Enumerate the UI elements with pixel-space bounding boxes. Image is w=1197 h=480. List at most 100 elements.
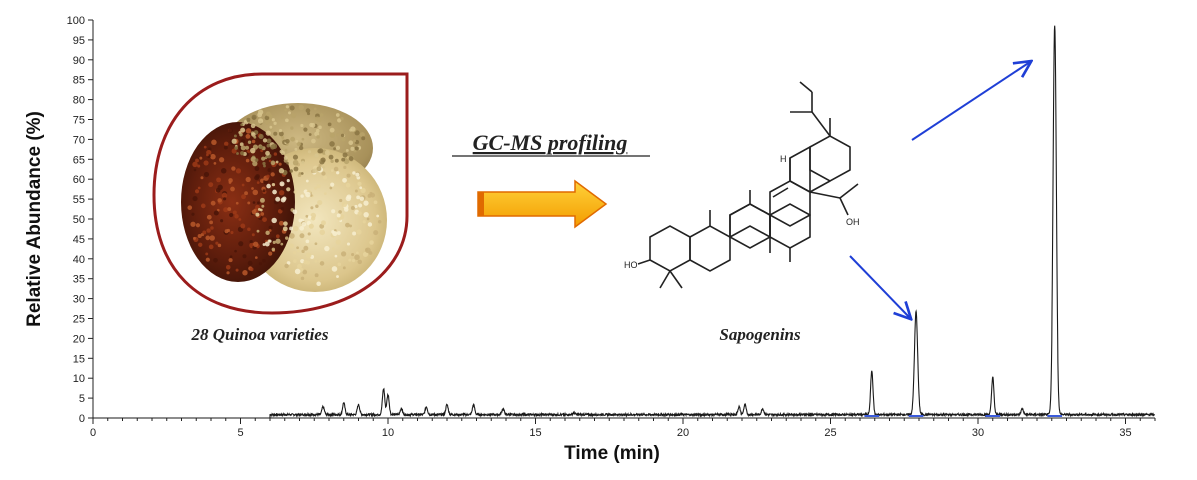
grain-dot bbox=[338, 210, 342, 214]
grain-dot bbox=[286, 179, 290, 183]
grain-dot bbox=[206, 228, 211, 233]
grain-dot bbox=[293, 190, 297, 194]
grain-dot bbox=[229, 212, 234, 218]
grain-dot bbox=[251, 139, 256, 144]
structure-ho-label: HO bbox=[624, 260, 638, 270]
grain-dot bbox=[329, 127, 335, 133]
grain-dot bbox=[250, 123, 256, 129]
grain-dot bbox=[355, 172, 360, 177]
grain-dot bbox=[203, 171, 210, 178]
grain-dot bbox=[296, 246, 299, 250]
grain-dot bbox=[265, 130, 271, 136]
y-tick-label: 40 bbox=[73, 254, 85, 266]
compound-caption: Sapogenins bbox=[719, 325, 801, 344]
grain-dot bbox=[301, 137, 305, 141]
grain-dot bbox=[332, 247, 335, 251]
grain-dot bbox=[312, 168, 317, 174]
grain-dot bbox=[255, 212, 260, 217]
grain-dot bbox=[336, 171, 340, 175]
grain-dot bbox=[315, 204, 319, 208]
grain-dot bbox=[365, 247, 371, 254]
grain-dot bbox=[345, 149, 349, 152]
grain-dot bbox=[223, 141, 229, 147]
grain-dot bbox=[210, 153, 216, 160]
grain-dot bbox=[241, 194, 246, 200]
grain-dot bbox=[346, 194, 352, 200]
grain-dot bbox=[215, 241, 219, 245]
grain-dot bbox=[349, 224, 352, 228]
grain-dot bbox=[251, 233, 255, 237]
grain-dot bbox=[242, 254, 247, 259]
grain-dot bbox=[195, 223, 201, 228]
grain-dot bbox=[310, 122, 316, 128]
grain-dot bbox=[324, 245, 330, 252]
grain-dot bbox=[235, 168, 242, 174]
grain-dot bbox=[329, 132, 335, 138]
grain-dot bbox=[289, 169, 294, 173]
grain-dot bbox=[266, 183, 271, 189]
grain-dot bbox=[262, 161, 266, 166]
grain-dot bbox=[345, 182, 351, 188]
grain-dot bbox=[355, 251, 359, 255]
grain-dot bbox=[373, 230, 379, 236]
grain-dot bbox=[362, 220, 366, 224]
grain-dot bbox=[367, 222, 373, 227]
grain-dot bbox=[299, 233, 305, 239]
grain-dot bbox=[305, 179, 309, 183]
grain-dot bbox=[252, 160, 258, 167]
grain-dot bbox=[307, 215, 312, 220]
grain-dot bbox=[213, 258, 218, 263]
grain-dot bbox=[218, 157, 225, 163]
grain-dot bbox=[343, 207, 349, 212]
grain-dot bbox=[352, 231, 357, 236]
grain-dot bbox=[284, 148, 288, 152]
grain-dot bbox=[337, 262, 342, 267]
y-axis-title: Relative Abundance (%) bbox=[24, 111, 45, 327]
grain-dot bbox=[280, 207, 285, 211]
grain-dot bbox=[272, 189, 277, 195]
y-tick-label: 0 bbox=[79, 413, 85, 425]
grain-dot bbox=[340, 133, 345, 138]
grain-dot bbox=[271, 217, 277, 224]
grain-dot bbox=[259, 145, 264, 150]
grain-dot bbox=[265, 230, 270, 236]
grain-dot bbox=[305, 239, 310, 244]
x-tick-label: 5 bbox=[237, 427, 243, 439]
grain-dot bbox=[268, 119, 271, 123]
grain-dot bbox=[261, 156, 266, 161]
grain-dot bbox=[322, 165, 326, 169]
grain-dot bbox=[314, 186, 318, 190]
grain-dot bbox=[262, 189, 266, 193]
grain-dot bbox=[351, 259, 356, 263]
grain-dot bbox=[289, 233, 295, 239]
chromatogram-line bbox=[93, 25, 1156, 419]
grain-dot bbox=[252, 201, 256, 204]
grain-dot bbox=[264, 241, 270, 247]
grain-dot bbox=[300, 172, 304, 175]
grain-dot bbox=[262, 258, 266, 263]
grain-dot bbox=[308, 133, 312, 136]
quinoa-seed-illustration bbox=[152, 72, 409, 315]
grain-dot bbox=[283, 155, 288, 160]
sample-caption: 28 Quinoa varieties bbox=[191, 325, 329, 344]
grain-dot bbox=[251, 114, 257, 120]
grain-dot bbox=[249, 267, 254, 272]
grain-dot bbox=[216, 177, 221, 183]
grain-dot bbox=[210, 200, 216, 206]
grain-dot bbox=[290, 136, 296, 142]
grain-dot bbox=[315, 128, 320, 133]
y-tick-label: 100 bbox=[67, 15, 85, 27]
grain-dot bbox=[240, 223, 246, 229]
grain-dot bbox=[352, 171, 356, 175]
grain-dot bbox=[190, 221, 196, 227]
grain-dot bbox=[356, 229, 362, 235]
grain-dot bbox=[335, 113, 340, 117]
grain-dot bbox=[348, 156, 354, 161]
callout-arrow-minor-peak bbox=[849, 255, 910, 318]
grain-dot bbox=[271, 247, 276, 252]
grain-dot bbox=[245, 145, 250, 150]
grain-dot bbox=[317, 149, 322, 154]
grain-dot bbox=[244, 191, 248, 196]
grain-dot bbox=[363, 211, 369, 218]
grain-dot bbox=[187, 205, 193, 210]
